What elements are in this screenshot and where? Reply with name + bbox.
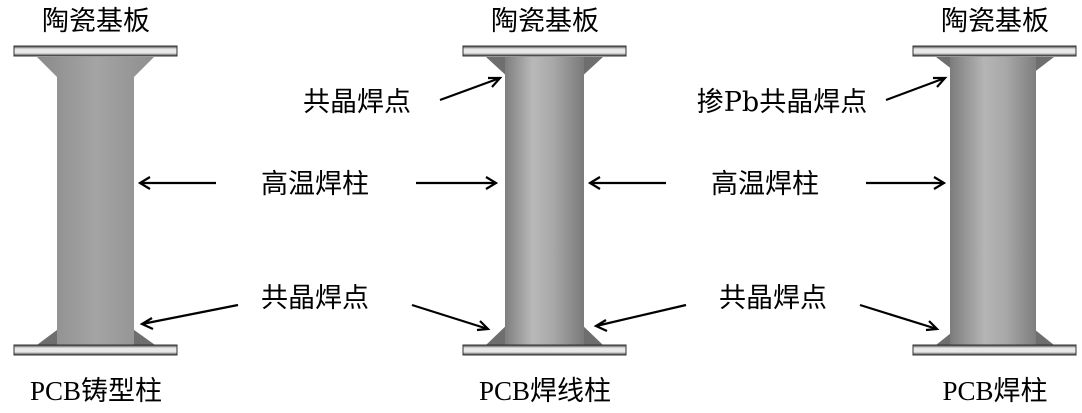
arrow-to-wire-top-joint (439, 76, 503, 102)
caption-col2: PCB焊线柱 (479, 376, 611, 406)
bottom-ceramic-substrate (462, 344, 627, 356)
arrow-to-solder-top-joint (885, 76, 948, 102)
solder-column-lower (950, 321, 1036, 345)
top-joint-label-wire: 共晶焊点 (303, 87, 411, 118)
column-wire (462, 45, 627, 356)
top-ceramic-substrate (462, 45, 627, 57)
arrow-to-cast-bottom-joint (139, 303, 239, 331)
substrate-label-col2: 陶瓷基板 (491, 6, 599, 37)
arrow-to-wire-bottom-joint-right (593, 303, 687, 333)
bottom-ceramic-substrate (13, 344, 178, 356)
bottom-ceramic-substrate (912, 344, 1077, 356)
column-label-left: 高温焊柱 (261, 169, 369, 200)
arrow-to-wire-column (416, 176, 499, 190)
caption-col1: PCB铸型柱 (30, 376, 162, 406)
caption-col3: PCB焊柱 (942, 376, 1047, 406)
arrow-to-solder-bottom-joint (859, 303, 940, 332)
arrow-to-wire-bottom-joint (411, 303, 491, 332)
bottom-joint-label-right: 共晶焊点 (719, 283, 827, 314)
arrows (137, 76, 948, 333)
bottom-joint-label-left: 共晶焊点 (261, 283, 369, 314)
top-ceramic-substrate (13, 45, 178, 57)
bottom-solder-fillet-left (37, 330, 57, 345)
column-solder (912, 45, 1077, 356)
top-ceramic-substrate (912, 45, 1077, 57)
arrow-to-wire-column-right (587, 176, 666, 190)
substrate-label-col1: 陶瓷基板 (42, 6, 150, 37)
column-label-right: 高温焊柱 (711, 169, 819, 200)
labels: 陶瓷基板 陶瓷基板 陶瓷基板 共晶焊点 掺Pb共晶焊点 高温焊柱 高温焊柱 共晶… (30, 6, 1049, 406)
top-joint-label-solder: 掺Pb共晶焊点 (697, 87, 867, 118)
solder-column-body (950, 57, 1036, 345)
arrow-to-cast-column (137, 176, 216, 190)
substrate-label-col3: 陶瓷基板 (941, 6, 1049, 37)
wire-column-body (505, 57, 584, 345)
wire-column-lower (505, 321, 584, 345)
arrow-to-solder-column (866, 176, 947, 190)
cast-column-body (37, 57, 155, 345)
bottom-solder-fillet-right (134, 330, 155, 345)
column-cast (13, 45, 178, 356)
